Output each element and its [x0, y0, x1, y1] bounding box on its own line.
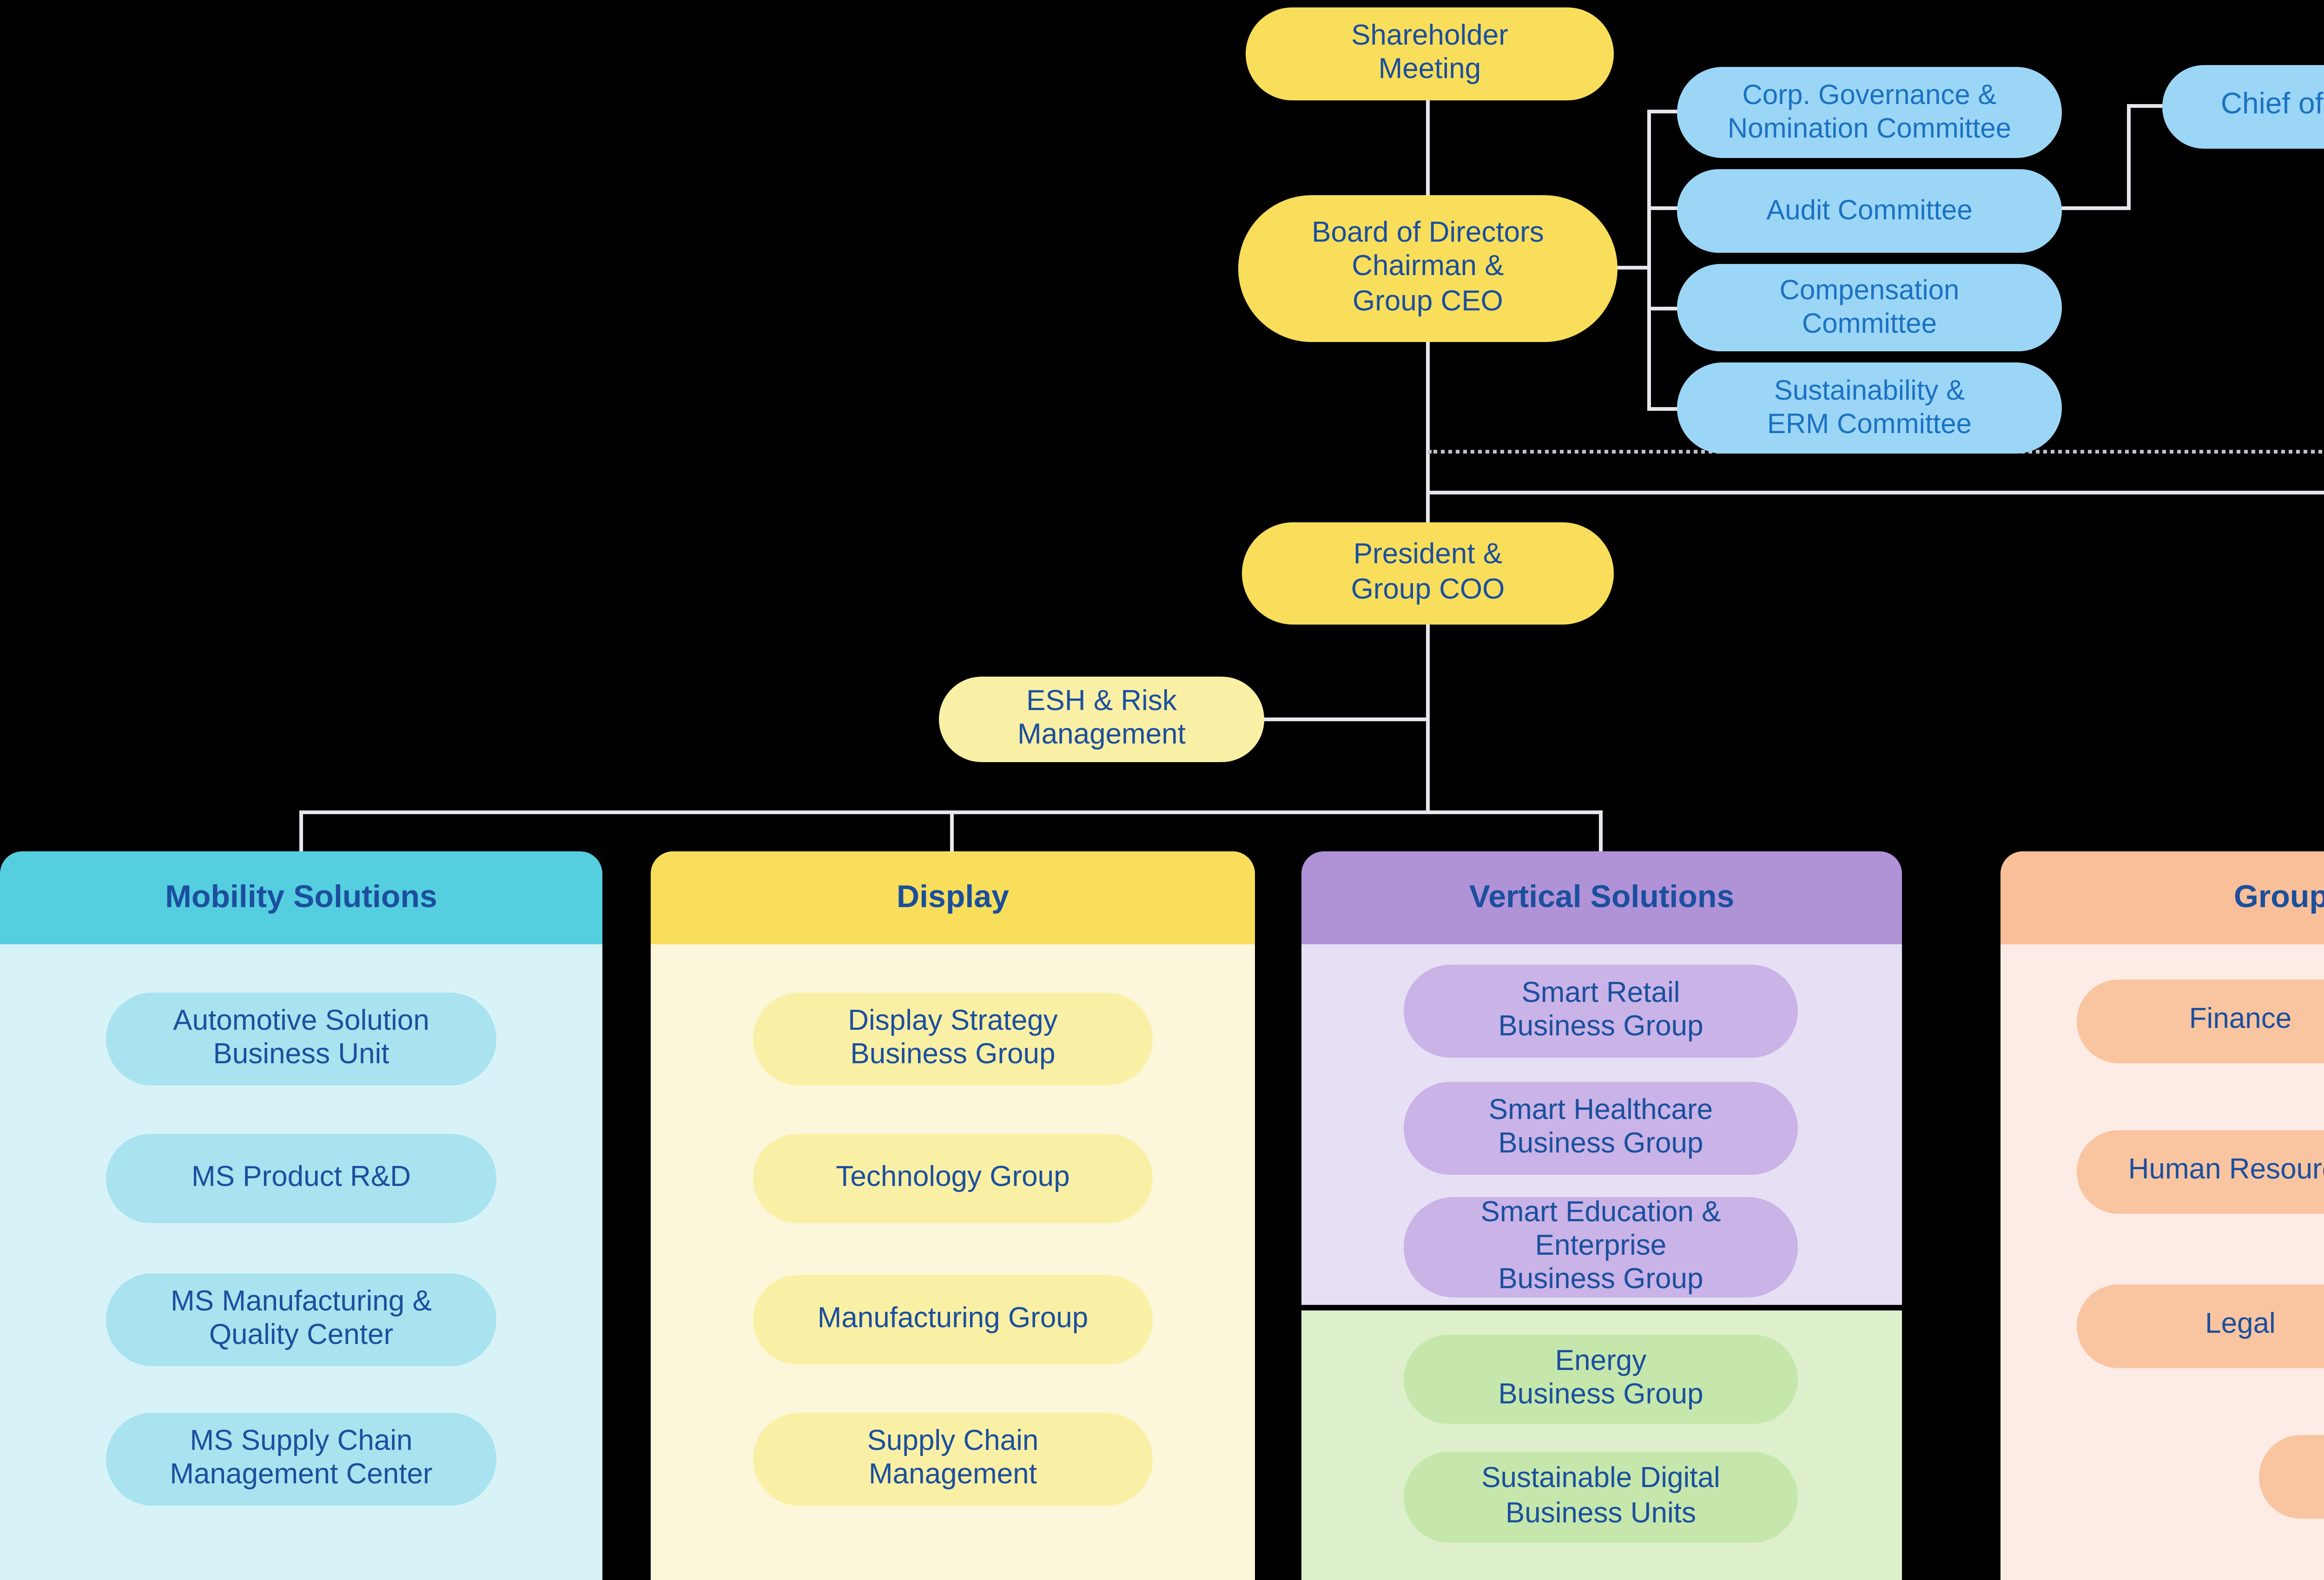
division-header-group-infrastructure: Group Infrastructure Unit [2000, 851, 2324, 944]
unit-auditing: Auditing [2259, 1435, 2324, 1519]
division-header-display: Display [651, 851, 1255, 944]
unit-smart-healthcare-business-group: Smart Healthcare Business Group [1404, 1082, 1798, 1175]
connector-board-bracket [1616, 266, 1649, 270]
unit-sustainable-digital-business-units: Sustainable Digital Business Units [1404, 1452, 1798, 1543]
unit-technology-group: Technology Group [753, 1134, 1153, 1223]
connector-president-divisions [1426, 623, 1430, 812]
connector-drop-mobility [299, 810, 303, 851]
unit-finance: Finance [2077, 980, 2324, 1063]
unit-supply-chain-management: Supply Chain Management [753, 1413, 1153, 1506]
connector-drop-display [950, 810, 954, 851]
unit-ms-manufacturing-quality-center: MS Manufacturing & Quality Center [106, 1273, 496, 1366]
node-committee-compensation: Compensation Committee [1677, 264, 2062, 351]
connector-board-president [1426, 340, 1430, 522]
division-display: Display Display Strategy Business Group … [651, 851, 1255, 1580]
node-president-group-coo: President & Group COO [1242, 522, 1614, 625]
unit-human-resource: Human Resource [2077, 1130, 2324, 1214]
unit-automotive-solution-business-unit: Automotive Solution Business Unit [106, 993, 496, 1086]
division-header-mobility-solutions: Mobility Solutions [0, 851, 602, 944]
connector-audit-chief-v [2127, 104, 2131, 210]
unit-smart-education-enterprise-business-group: Smart Education & Enterprise Business Gr… [1404, 1196, 1798, 1297]
division-mobility-solutions: Mobility Solutions Automotive Solution B… [0, 851, 602, 1580]
node-committee-corp-governance: Corp. Governance & Nomination Committee [1677, 67, 2062, 158]
node-chief-of-compliance: Chief of Compliance [2162, 65, 2324, 149]
connector-esh-stub [1262, 718, 1428, 721]
division-vertical-solutions: Vertical Solutions Smart Retail Business… [1301, 851, 1902, 1580]
node-committee-audit: Audit Committee [1677, 169, 2062, 253]
connector-bracket-committee-3 [1647, 307, 1679, 310]
connector-audit-chief-h2 [2127, 104, 2164, 108]
connector-bracket-committee-4 [1647, 407, 1679, 411]
connector-bracket-committee-1 [1647, 110, 1679, 113]
connector-shareholder-board [1426, 100, 1430, 197]
connector-drop-vertical [1599, 810, 1603, 851]
connector-bracket-committee-2 [1647, 206, 1679, 210]
unit-ms-supply-chain-management-center: MS Supply Chain Management Center [106, 1413, 496, 1506]
division-header-vertical-solutions: Vertical Solutions [1301, 851, 1902, 944]
unit-legal: Legal [2077, 1284, 2324, 1368]
connector-committee-bracket [1647, 110, 1651, 411]
unit-manufacturing-group: Manufacturing Group [753, 1275, 1153, 1364]
unit-ms-product-rd: MS Product R&D [106, 1134, 496, 1223]
unit-display-strategy-business-group: Display Strategy Business Group [753, 993, 1153, 1086]
connector-giu-horizontal [1426, 491, 2324, 494]
node-committee-sustainability-erm: Sustainability & ERM Committee [1677, 362, 2062, 454]
unit-energy-business-group: Energy Business Group [1404, 1335, 1798, 1424]
unit-smart-retail-business-group: Smart Retail Business Group [1404, 965, 1798, 1058]
connector-audit-chief-h1 [2058, 206, 2129, 210]
node-board-of-directors: Board of Directors Chairman & Group CEO [1238, 195, 1618, 342]
division-group-infrastructure-unit: Group Infrastructure Unit Finance Digita… [2000, 851, 2324, 1580]
node-shareholder-meeting: Shareholder Meeting [1246, 7, 1614, 100]
node-esh-risk-management: ESH & Risk Management [939, 677, 1264, 762]
